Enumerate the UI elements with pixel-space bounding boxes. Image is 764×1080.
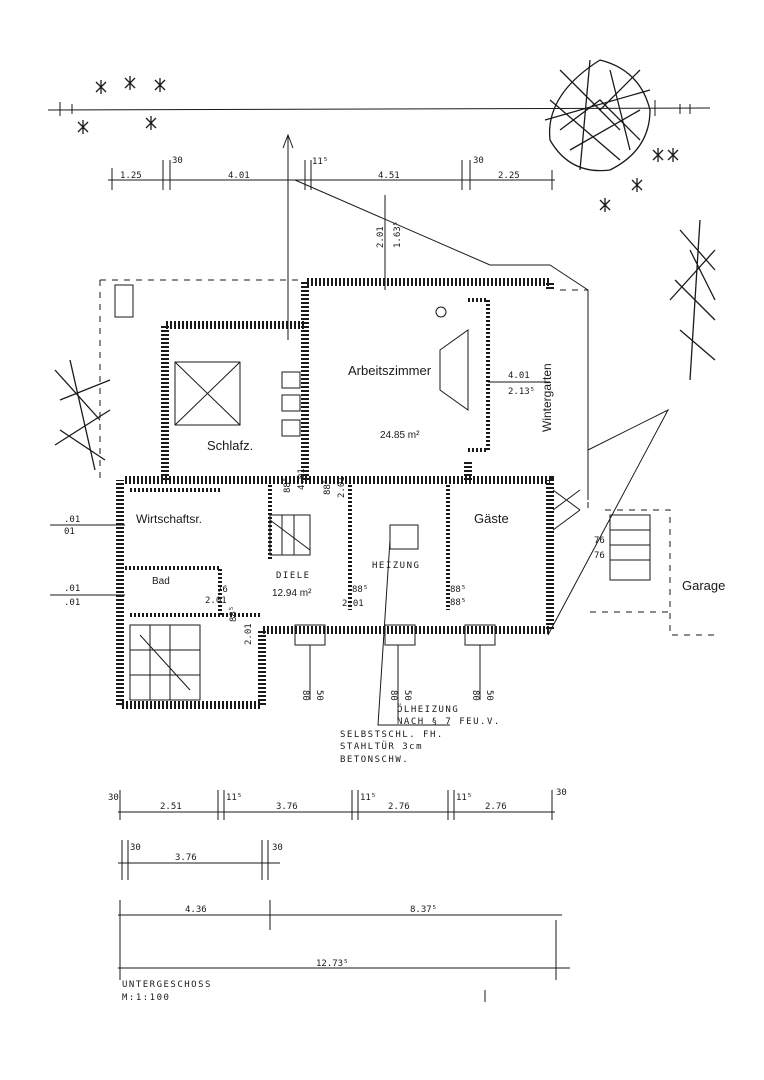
svg-text:11⁵: 11⁵: [226, 793, 242, 803]
svg-text:2.51: 2.51: [160, 802, 182, 812]
svg-text:11⁵: 11⁵: [312, 157, 328, 167]
svg-text:30: 30: [473, 156, 484, 166]
svg-text:30: 30: [108, 793, 119, 803]
tree-right-middle: [669, 219, 716, 381]
room-area-diele: 12.94 m²: [272, 588, 312, 599]
svg-text:2.76: 2.76: [388, 802, 410, 812]
svg-text:12.73⁵: 12.73⁵: [316, 959, 349, 969]
bottom-dimension-chains: 30 2.51 11⁵ 3.76 11⁵ 2.76 11⁵ 2.76 30 30…: [108, 788, 570, 980]
svg-text:2.01: 2.01: [342, 599, 364, 609]
svg-text:4.01: 4.01: [297, 468, 307, 490]
room-label-schlafz: Schlafz.: [207, 438, 253, 453]
plan-title: UNTERGESCHOSS: [122, 980, 212, 990]
room-label-heizung: HEIZUNG: [372, 561, 420, 571]
svg-text:88⁵: 88⁵: [450, 585, 466, 595]
svg-text:BETONSCHW.: BETONSCHW.: [340, 755, 409, 765]
svg-text:11⁵: 11⁵: [456, 793, 472, 803]
room-label-arbeitszimmer: Arbeitszimmer: [348, 363, 432, 378]
fixtures: [114, 284, 651, 701]
svg-text:4.36: 4.36: [185, 905, 207, 915]
svg-text:50: 50: [402, 690, 412, 701]
tree-top-right: [544, 59, 651, 172]
inner-dimensions: 2.01 1.63⁵ 4.01 2.13⁵ 88⁵ 4.01 88⁵ 2.01 …: [50, 195, 605, 720]
svg-text:80: 80: [300, 690, 310, 701]
svg-text:2.01: 2.01: [376, 226, 386, 248]
top-dimension-chain: 1.25 30 4.01 11⁵ 4.51 30 2.25: [108, 156, 555, 190]
svg-text:.01: .01: [64, 584, 80, 594]
svg-text:3.76: 3.76: [175, 853, 197, 863]
svg-text:4.01: 4.01: [228, 171, 250, 181]
svg-text:88⁵: 88⁵: [283, 477, 293, 493]
svg-text:2.01: 2.01: [244, 623, 254, 645]
svg-text:.01: .01: [64, 598, 80, 608]
svg-text:SELBSTSCHL. FH.: SELBSTSCHL. FH.: [340, 730, 444, 740]
svg-text:ÖLHEIZUNG: ÖLHEIZUNG: [397, 704, 459, 715]
wintergarten-outline: [294, 179, 670, 636]
svg-text:50: 50: [314, 690, 324, 701]
svg-text:2.76: 2.76: [485, 802, 507, 812]
svg-text:80: 80: [470, 690, 480, 701]
title-block: UNTERGESCHOSS M:1:100: [122, 980, 486, 1003]
svg-text:30: 30: [556, 788, 567, 798]
svg-text:STAHLTÜR 3cm: STAHLTÜR 3cm: [340, 741, 423, 752]
svg-text:8.37⁵: 8.37⁵: [410, 905, 437, 915]
room-label-bad: Bad: [152, 576, 170, 587]
room-label-gaeste: Gäste: [474, 511, 509, 526]
room-label-wirtschaftsr: Wirtschaftsr.: [136, 512, 202, 526]
svg-text:88⁵: 88⁵: [450, 598, 466, 608]
star-markers: [77, 76, 679, 212]
svg-text:30: 30: [272, 843, 283, 853]
svg-text:2.13⁵: 2.13⁵: [508, 387, 535, 397]
svg-text:1.25: 1.25: [120, 171, 142, 181]
heating-notes: ÖLHEIZUNG NACH § 7 FEU.V. SELBSTSCHL. FH…: [340, 539, 501, 765]
room-label-diele: DIELE: [276, 571, 311, 581]
svg-text:30: 30: [172, 156, 183, 166]
svg-text:01: 01: [64, 527, 75, 537]
svg-text:4.51: 4.51: [378, 171, 400, 181]
svg-text:30: 30: [130, 843, 141, 853]
room-label-wintergarten: Wintergarten: [540, 363, 554, 432]
svg-text:4.01: 4.01: [508, 371, 530, 381]
property-line: [47, 100, 711, 116]
svg-text:2.01: 2.01: [205, 596, 227, 606]
plan-scale: M:1:100: [122, 993, 170, 1003]
svg-text:80: 80: [388, 690, 398, 701]
svg-text:76: 76: [217, 585, 228, 595]
svg-text:2.25: 2.25: [498, 171, 520, 181]
room-label-garage: Garage: [682, 578, 725, 593]
svg-text:76: 76: [594, 536, 605, 546]
svg-text:88⁵: 88⁵: [352, 585, 368, 595]
svg-text:76: 76: [594, 551, 605, 561]
room-area-arbeitszimmer: 24.85 m²: [380, 430, 420, 441]
svg-text:88⁵: 88⁵: [229, 606, 239, 622]
svg-text:.01: .01: [64, 515, 80, 525]
svg-text:50: 50: [484, 690, 494, 701]
svg-text:2.01: 2.01: [337, 476, 347, 498]
shrub-left: [54, 359, 111, 471]
terrace-outline: [99, 279, 718, 636]
walls: [116, 278, 554, 709]
north-arrow: [282, 133, 294, 340]
svg-text:11⁵: 11⁵: [360, 793, 376, 803]
svg-text:3.76: 3.76: [276, 802, 298, 812]
svg-text:88⁵: 88⁵: [323, 479, 333, 495]
svg-text:NACH § 7 FEU.V.: NACH § 7 FEU.V.: [397, 717, 501, 727]
svg-text:1.63⁵: 1.63⁵: [393, 221, 403, 248]
